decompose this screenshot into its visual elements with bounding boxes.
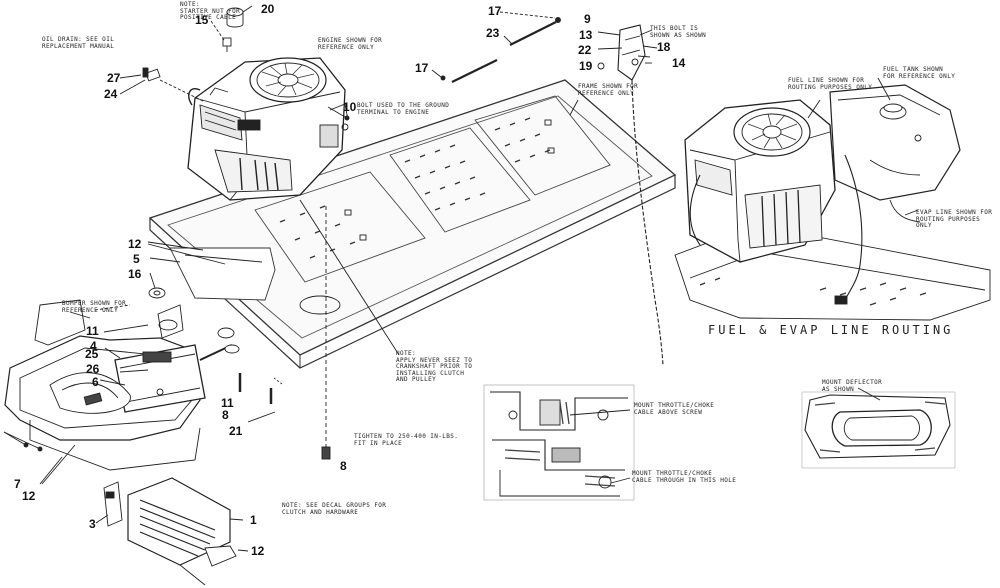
callout-16: 16 (128, 267, 142, 281)
throttle-bracket (597, 24, 664, 366)
note-frame-reference: FRAME SHOWN FOR REFERENCE ONLY (578, 83, 639, 97)
callout-18: 18 (657, 40, 671, 54)
callout-25: 25 (85, 347, 99, 361)
note-bolt-ground: BOLT USED TO THE GROUND TERMINAL TO ENGI… (357, 102, 450, 116)
callout-4: 4 (90, 339, 97, 353)
callout-13: 13 (579, 28, 593, 42)
note-bumper-reference: BUMPER SHOWN FOR REFERENCE ONLY (62, 300, 127, 314)
discharge-chute (95, 477, 249, 586)
inset-throttle-detail (483, 384, 635, 501)
callout-5: 5 (133, 252, 140, 266)
note-crankshaft: NOTE: APPLY NEVER SEEZ TO CRANKSHAFT PRI… (396, 350, 473, 383)
note-fuel-tank-reference: FUEL TANK SHOWN FOR REFERENCE ONLY (883, 66, 956, 80)
callout-6: 6 (92, 375, 99, 389)
callout-19: 19 (579, 59, 593, 73)
callout-11: 11 (221, 396, 234, 410)
inset-deflector-detail (801, 387, 956, 469)
callout-15: 15 (195, 13, 209, 27)
note-throttle-through-hole: MOUNT THROTTLE/CHOKE CABLE THROUGH IN TH… (632, 470, 737, 484)
callout-9: 9 (584, 12, 591, 26)
routing-title: FUEL & EVAP LINE ROUTING (708, 323, 954, 337)
note-cable-bracket: THIS BOLT IS SHOWN AS SHOWN (650, 25, 707, 39)
starter-nut (210, 20, 232, 52)
note-throttle-above-screw: MOUNT THROTTLE/CHOKE CABLE ABOVE SCREW (634, 402, 715, 416)
callout-21: 21 (229, 424, 243, 438)
callout-8: 8 (222, 408, 229, 422)
part-23-rod (431, 11, 561, 83)
bolts-11-8-21 (238, 373, 283, 423)
routing-view (674, 77, 991, 321)
callout-11: 11 (86, 324, 99, 338)
callout-10: 10 (343, 100, 357, 114)
callout-26: 26 (86, 362, 100, 376)
note-torque: TIGHTEN TO 250-400 IN-LBS. FIT IN PLACE (354, 433, 459, 447)
callout-17: 17 (488, 4, 502, 18)
muffler-assembly (49, 304, 240, 414)
callout-3: 3 (89, 517, 96, 531)
callout-23: 23 (486, 26, 500, 40)
callout-27: 27 (107, 71, 121, 85)
note-starter-nut: NOTE: STARTER NUT FOR POSITIVE CABLE (180, 1, 241, 21)
note-deflector: MOUNT DEFLECTOR AS SHOWN (822, 379, 883, 393)
callout-8: 8 (340, 459, 347, 473)
note-evap-line-reference: EVAP LINE SHOWN FOR ROUTING PURPOSES ONL… (916, 209, 993, 229)
engine-main (187, 57, 349, 201)
callout-12: 12 (22, 489, 36, 503)
part-27-24-fitting (119, 67, 206, 103)
callout-24: 24 (104, 87, 118, 101)
mower-frame (148, 79, 677, 369)
callout-14: 14 (672, 56, 686, 70)
callout-20: 20 (261, 2, 275, 16)
callout-7: 7 (14, 477, 21, 491)
callout-12: 12 (128, 237, 142, 251)
note-fuel-line-reference: FUEL LINE SHOWN FOR ROUTING PURPOSES ONL… (788, 77, 873, 91)
shroud-parts (147, 241, 226, 299)
part-20-filter (226, 5, 253, 28)
callout-12: 12 (251, 544, 265, 558)
note-see-decal-groups: NOTE: SEE DECAL GROUPS FOR CLUTCH AND HA… (282, 502, 387, 516)
callout-17: 17 (415, 61, 429, 75)
note-engine-reference: ENGINE SHOWN FOR REFERENCE ONLY (318, 37, 383, 51)
callout-22: 22 (578, 43, 592, 57)
callout-1: 1 (250, 513, 257, 527)
note-oil-drain: OIL DRAIN: SEE OIL REPLACEMENT MANUAL (42, 36, 115, 50)
